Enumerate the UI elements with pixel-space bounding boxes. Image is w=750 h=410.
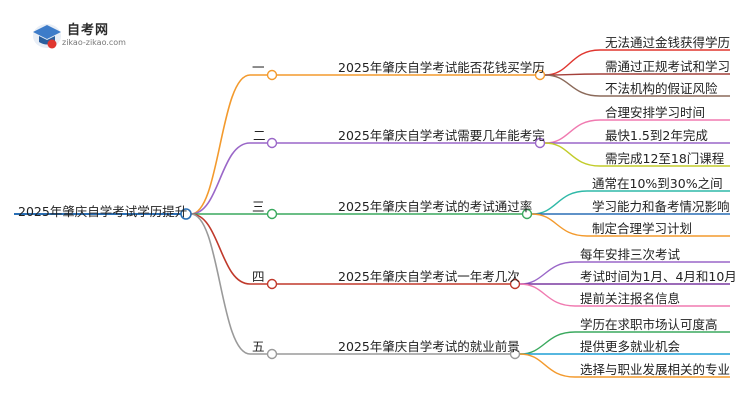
question-node xyxy=(509,348,521,360)
leaf-connector xyxy=(519,331,576,355)
leaf-item: 每年安排三次考试 xyxy=(580,247,681,262)
branch-number-node xyxy=(266,208,278,220)
branch-number: 三 xyxy=(252,199,265,214)
leaf-item: 需通过正规考试和学习 xyxy=(605,59,731,74)
logo-url: zikao-zikao.com xyxy=(62,38,126,47)
question-node xyxy=(521,208,533,220)
leaf-connector xyxy=(519,353,576,378)
graduation-cap-icon xyxy=(33,25,61,39)
root-topic: 2025年肇庆自学考试学历提升 xyxy=(18,204,188,219)
leaf-item: 学习能力和备考情况影响 xyxy=(592,199,730,214)
branch-number-node xyxy=(266,278,278,290)
branch-connector xyxy=(190,213,251,355)
leaf-connector xyxy=(519,283,576,307)
branch-number: 一 xyxy=(252,60,265,75)
root-node xyxy=(180,208,192,220)
question-node xyxy=(534,137,546,149)
leaf-item: 合理安排学习时间 xyxy=(605,105,706,120)
leaf-item: 通常在10%到30%之间 xyxy=(592,176,723,191)
leaf-item: 选择与职业发展相关的专业 xyxy=(580,362,731,377)
leaf-item: 无法通过金钱获得学历 xyxy=(605,35,731,50)
leaf-connector xyxy=(544,142,601,167)
branch-question: 2025年肇庆自学考试需要几年能考完 xyxy=(338,128,545,143)
branch-number: 四 xyxy=(252,269,265,284)
branch-connector xyxy=(190,74,251,215)
leaf-connector xyxy=(519,261,576,285)
leaf-item: 最快1.5到2年完成 xyxy=(605,128,708,143)
branch-number-node xyxy=(266,348,278,360)
leaf-item: 提供更多就业机会 xyxy=(580,339,681,354)
leaf-item: 需完成12至18门课程 xyxy=(605,151,725,166)
logo-dot xyxy=(47,39,57,49)
branch-connector xyxy=(190,142,251,215)
leaf-connector xyxy=(544,119,601,144)
branch-number-node xyxy=(266,69,278,81)
question-node xyxy=(509,278,521,290)
leaf-item: 不法机构的假证风险 xyxy=(605,81,718,96)
leaf-connector xyxy=(531,213,588,237)
leaf-item: 考试时间为1月、4月和10月 xyxy=(580,269,737,284)
branch-question: 2025年肇庆自学考试的就业前景 xyxy=(338,339,520,354)
logo-name: 自考网 xyxy=(67,23,110,38)
leaf-item: 提前关注报名信息 xyxy=(580,291,681,306)
branch-question: 2025年肇庆自学考试的考试通过率 xyxy=(338,199,533,214)
leaf-connector xyxy=(544,74,601,97)
leaf-connector xyxy=(544,49,601,76)
question-node xyxy=(534,69,546,81)
branch-question: 2025年肇庆自学考试能否花钱买学历 xyxy=(338,60,545,75)
branch-number: 二 xyxy=(253,128,266,143)
branch-connector xyxy=(190,213,251,285)
branch-number: 五 xyxy=(252,339,265,354)
leaf-item: 制定合理学习计划 xyxy=(592,221,693,236)
branch-number-node xyxy=(266,137,278,149)
leaf-connector xyxy=(531,190,588,215)
leaf-item: 学历在求职市场认可度高 xyxy=(580,317,718,332)
branch-question: 2025年肇庆自学考试一年考几次 xyxy=(338,269,520,284)
